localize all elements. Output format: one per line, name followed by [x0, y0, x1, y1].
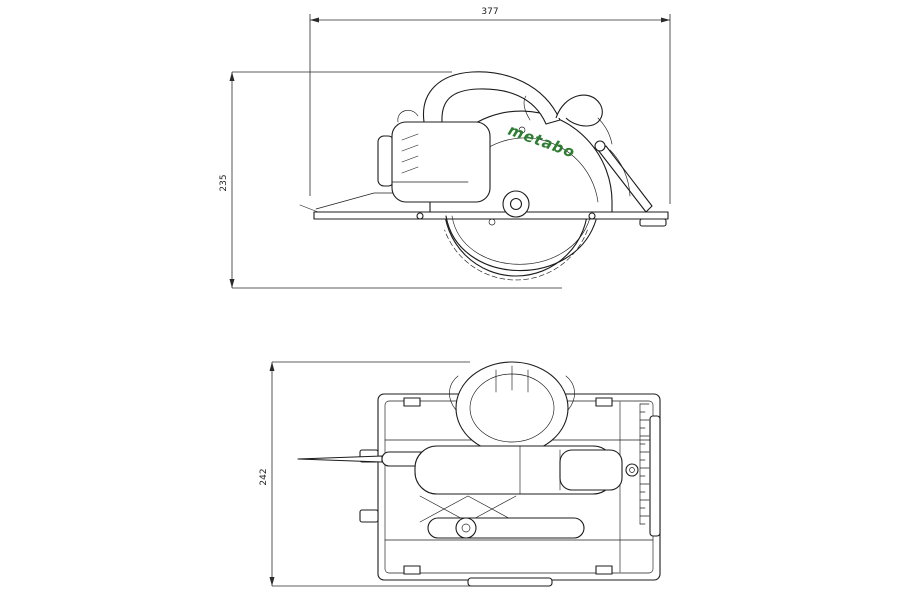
base-plate	[313, 211, 669, 220]
motor-vent	[401, 166, 419, 174]
motor-vent	[401, 155, 419, 163]
blade-teeth-arc	[444, 229, 588, 281]
arbor-bolt	[509, 197, 523, 211]
dim-overall-width-label: 242	[259, 468, 269, 485]
motor-vent	[401, 133, 419, 141]
base-plate-rear-foot	[639, 218, 667, 227]
base-plate-front-guide	[315, 192, 399, 210]
lower-blade-guard	[445, 215, 597, 272]
arrowhead	[229, 279, 235, 288]
dimension-overall-height: 235	[219, 71, 562, 289]
depth-lever-knob	[594, 140, 606, 152]
corner-slot	[403, 397, 421, 407]
guide-rail-tab	[359, 509, 379, 523]
corner-slot	[403, 565, 421, 575]
rip-fence-rail	[649, 415, 661, 537]
rear-handle-loop	[555, 94, 603, 127]
arrowhead	[269, 362, 275, 371]
dome-side-wing	[565, 375, 575, 411]
main-handle	[422, 71, 561, 125]
blade-top-view	[297, 455, 383, 463]
arrowhead	[661, 17, 670, 23]
rear-plate-tab	[467, 577, 553, 587]
motor-housing	[391, 121, 491, 203]
guard-screw	[518, 126, 526, 134]
fence-clamp-screw-center	[629, 467, 635, 473]
base-screw	[416, 212, 424, 220]
lower-blade-guard-inner	[451, 215, 591, 265]
lower-guard-lever-top-view	[427, 517, 585, 539]
top-view	[297, 361, 661, 587]
trigger-switch	[523, 95, 531, 121]
motor-vent	[401, 144, 419, 152]
guard-spring-linkage	[419, 495, 517, 523]
side-view: metabo	[299, 71, 669, 281]
arrowhead	[269, 577, 275, 586]
dim-overall-length-label: 377	[481, 7, 498, 17]
base-screw	[588, 212, 596, 220]
corner-slot	[595, 565, 613, 575]
base-plate-front-tip	[299, 204, 319, 213]
dim-overall-height-label: 235	[219, 174, 229, 191]
handle-rear-top-view	[559, 449, 623, 491]
blade-hole	[488, 218, 496, 226]
lever-pivot	[455, 517, 477, 539]
dimension-overall-length: 377	[309, 7, 671, 204]
depth-scale-arc	[609, 149, 631, 197]
dimension-overall-width: 242	[259, 361, 520, 587]
lever-pivot-center	[461, 523, 471, 533]
rear-handle-support	[597, 117, 613, 145]
front-knob-bump	[397, 110, 419, 123]
fence-clamp-screw	[625, 463, 639, 477]
arrowhead	[229, 72, 235, 81]
arrowhead	[310, 17, 319, 23]
corner-slot	[595, 397, 613, 407]
dome-side-wing	[449, 375, 459, 411]
